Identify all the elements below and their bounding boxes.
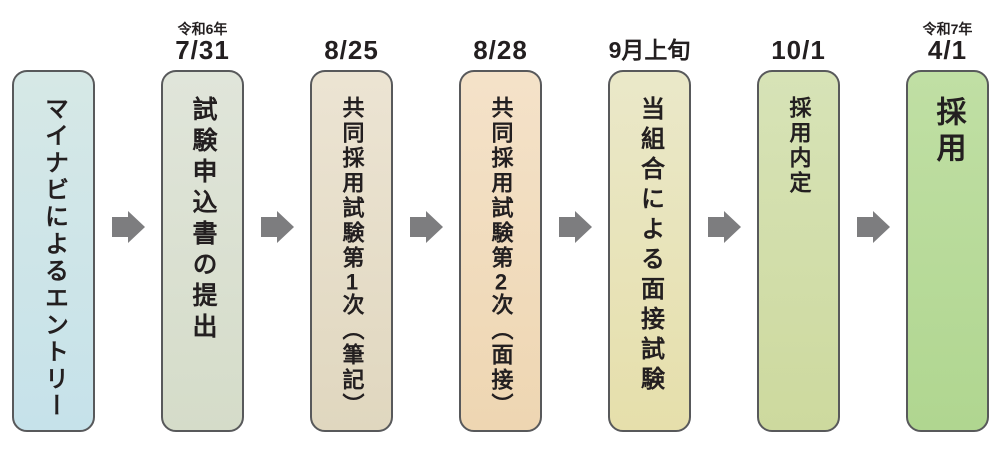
arrow-stem [111, 217, 128, 237]
stage-box-entry: マイナビによるエントリー [12, 70, 95, 432]
stage-label: 採用 [931, 96, 965, 168]
stage-label: 試験申込書の提出 [189, 96, 217, 344]
stage-label: マイナビによるエントリー [40, 96, 68, 420]
date-label: 8/25 [324, 34, 379, 65]
era-label: 令和6年 [177, 20, 228, 37]
date-area: 9月上旬 [608, 0, 691, 70]
date-label: 10/1 [771, 34, 826, 65]
right-arrow-icon [856, 211, 890, 243]
arrow-stem [707, 217, 724, 237]
stage-label: 当組合による面接試験 [636, 96, 664, 396]
right-arrow-icon [260, 211, 294, 243]
stage-application-form: 令和6年 7/31 試験申込書の提出 [161, 0, 244, 450]
date-label: 9月上旬 [608, 36, 691, 63]
arrow-cell [95, 0, 161, 450]
arrow-head [276, 211, 294, 243]
arrow-stem [856, 217, 873, 237]
arrow-cell [542, 0, 608, 450]
stage-box-application-form: 試験申込書の提出 [161, 70, 244, 432]
stage-label: 共同採用試験第1次（筆記） [339, 96, 365, 418]
stage-joint-exam-2nd: 8/28 共同採用試験第2次（面接） [459, 0, 542, 450]
stage-label: 採用内定 [786, 96, 812, 196]
arrow-cell [393, 0, 459, 450]
date-area: 10/1 [757, 0, 840, 70]
arrow-stem [260, 217, 277, 237]
stage-joint-exam-1st: 8/25 共同採用試験第1次（筆記） [310, 0, 393, 450]
arrow-head [574, 211, 592, 243]
date-label: 7/31 [175, 34, 230, 65]
arrow-stem [558, 217, 575, 237]
stage-hired: 令和7年 4/1 採用 [906, 0, 989, 450]
arrow-head [127, 211, 145, 243]
date-label: 8/28 [473, 34, 528, 65]
era-label: 令和7年 [922, 20, 973, 37]
date-label: 4/1 [927, 34, 968, 65]
arrow-cell [244, 0, 310, 450]
arrow-cell [840, 0, 906, 450]
stage-entry: マイナビによるエントリー [12, 0, 95, 450]
stage-job-offer: 10/1 採用内定 [757, 0, 840, 450]
date-area: 8/25 [310, 0, 393, 70]
right-arrow-icon [558, 211, 592, 243]
date-area: 8/28 [459, 0, 542, 70]
right-arrow-icon [111, 211, 145, 243]
date-area: 令和7年 4/1 [906, 0, 989, 70]
stage-box-job-offer: 採用内定 [757, 70, 840, 432]
stage-box-hired: 採用 [906, 70, 989, 432]
right-arrow-icon [707, 211, 741, 243]
date-area: 令和6年 7/31 [161, 0, 244, 70]
right-arrow-icon [409, 211, 443, 243]
arrow-cell [691, 0, 757, 450]
date-area [12, 0, 95, 70]
arrow-head [723, 211, 741, 243]
arrow-head [425, 211, 443, 243]
stage-label: 共同採用試験第2次（面接） [488, 96, 514, 418]
stage-box-joint-exam-1st: 共同採用試験第1次（筆記） [310, 70, 393, 432]
arrow-head [872, 211, 890, 243]
stage-union-interview: 9月上旬 当組合による面接試験 [608, 0, 691, 450]
stage-box-union-interview: 当組合による面接試験 [608, 70, 691, 432]
stage-box-joint-exam-2nd: 共同採用試験第2次（面接） [459, 70, 542, 432]
arrow-stem [409, 217, 426, 237]
